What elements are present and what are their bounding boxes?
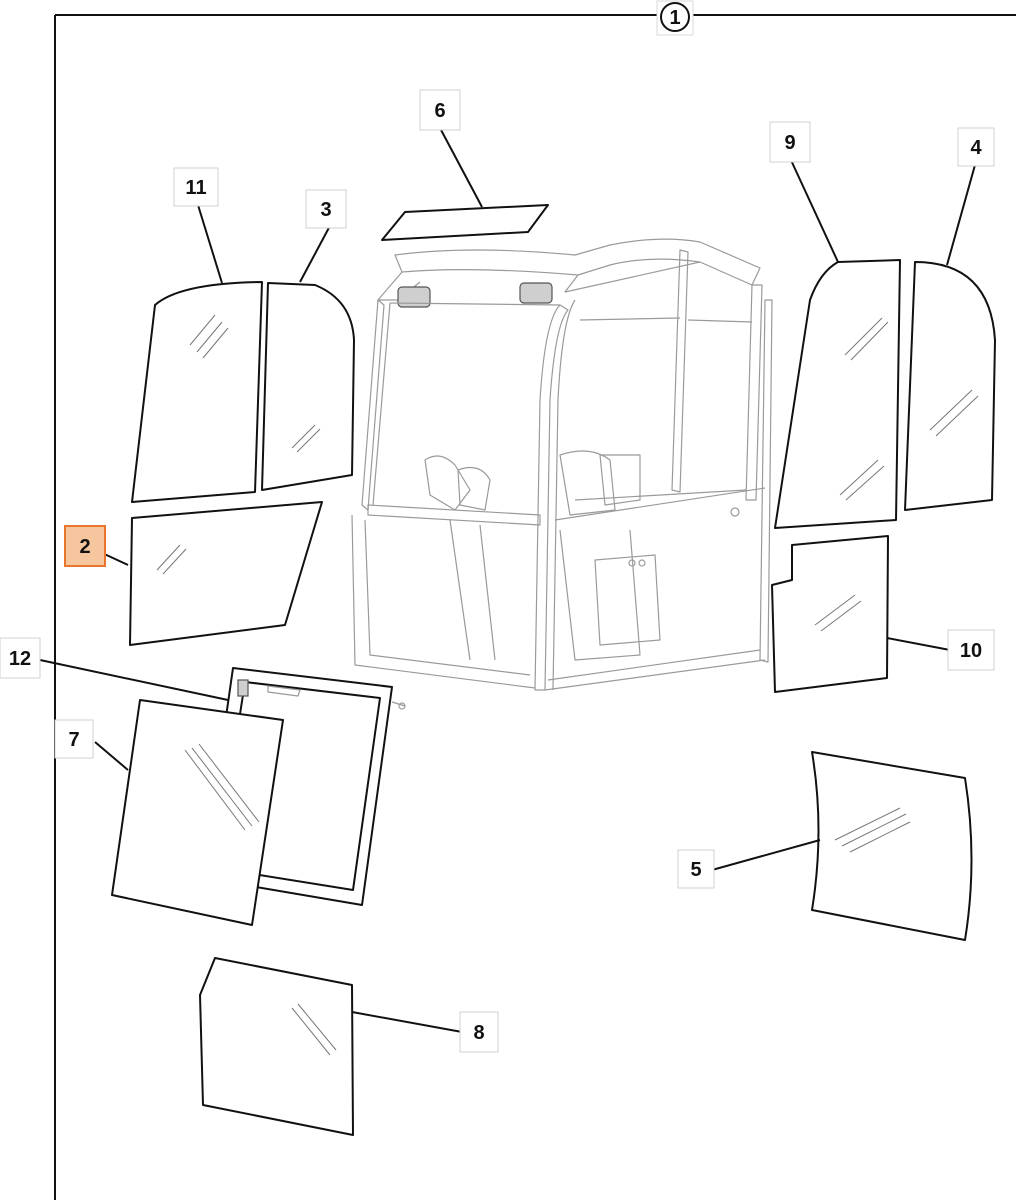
glass-panel-3	[261, 282, 355, 491]
callout-4[interactable]: 4	[957, 127, 995, 167]
callout-10[interactable]: 10	[947, 629, 995, 671]
callout-box	[957, 127, 995, 167]
assembly-number: 1	[669, 7, 680, 29]
callout-11[interactable]: 11	[173, 167, 219, 207]
glass-panel-10	[771, 535, 889, 693]
callout-label: 3	[320, 199, 331, 221]
callout-label: 8	[473, 1022, 484, 1044]
glass-panel-5	[811, 751, 973, 941]
callout-label: 12	[9, 648, 31, 670]
callout-box	[459, 1011, 499, 1053]
callout-label: 6	[434, 100, 445, 122]
callout-box	[0, 637, 41, 679]
callout-6[interactable]: 6	[419, 89, 461, 131]
glass-panel-9	[774, 259, 901, 529]
callout-box	[305, 189, 347, 229]
callout-12[interactable]: 12	[0, 637, 41, 679]
callout-box	[54, 719, 94, 759]
assembly-number-badge: 1	[656, 0, 694, 36]
callout-label: 9	[784, 132, 795, 154]
callout-7[interactable]: 7	[54, 719, 94, 759]
callout-8[interactable]: 8	[459, 1011, 499, 1053]
callout-label: 7	[68, 729, 79, 751]
glass-panel-2	[129, 501, 323, 646]
callout-5[interactable]: 5	[677, 849, 715, 889]
cab-illustration	[351, 238, 773, 691]
callout-9[interactable]: 9	[769, 121, 811, 163]
glass-panel-4	[904, 261, 996, 511]
callout-box	[947, 629, 995, 671]
glass-panel-11	[131, 281, 263, 503]
callout-label: 11	[185, 177, 206, 199]
diagram-frame	[54, 14, 1016, 1200]
callout-box	[419, 89, 461, 131]
callout-labels: 2 3 4 5 6 7 8 9 10 11 12	[0, 89, 995, 1053]
glass-panel-8	[199, 957, 354, 1136]
callout-box	[173, 167, 219, 207]
callout-box	[64, 525, 106, 567]
callout-box	[769, 121, 811, 163]
callout-label: 4	[970, 137, 982, 159]
callout-label: 10	[960, 640, 982, 662]
callout-label: 2	[79, 536, 90, 558]
glass-panel-6	[381, 204, 549, 241]
callout-box	[677, 849, 715, 889]
callout-label: 5	[690, 859, 701, 881]
glass-panel-7	[111, 699, 284, 926]
callout-2[interactable]: 2	[64, 525, 106, 567]
callout-3[interactable]: 3	[305, 189, 347, 229]
